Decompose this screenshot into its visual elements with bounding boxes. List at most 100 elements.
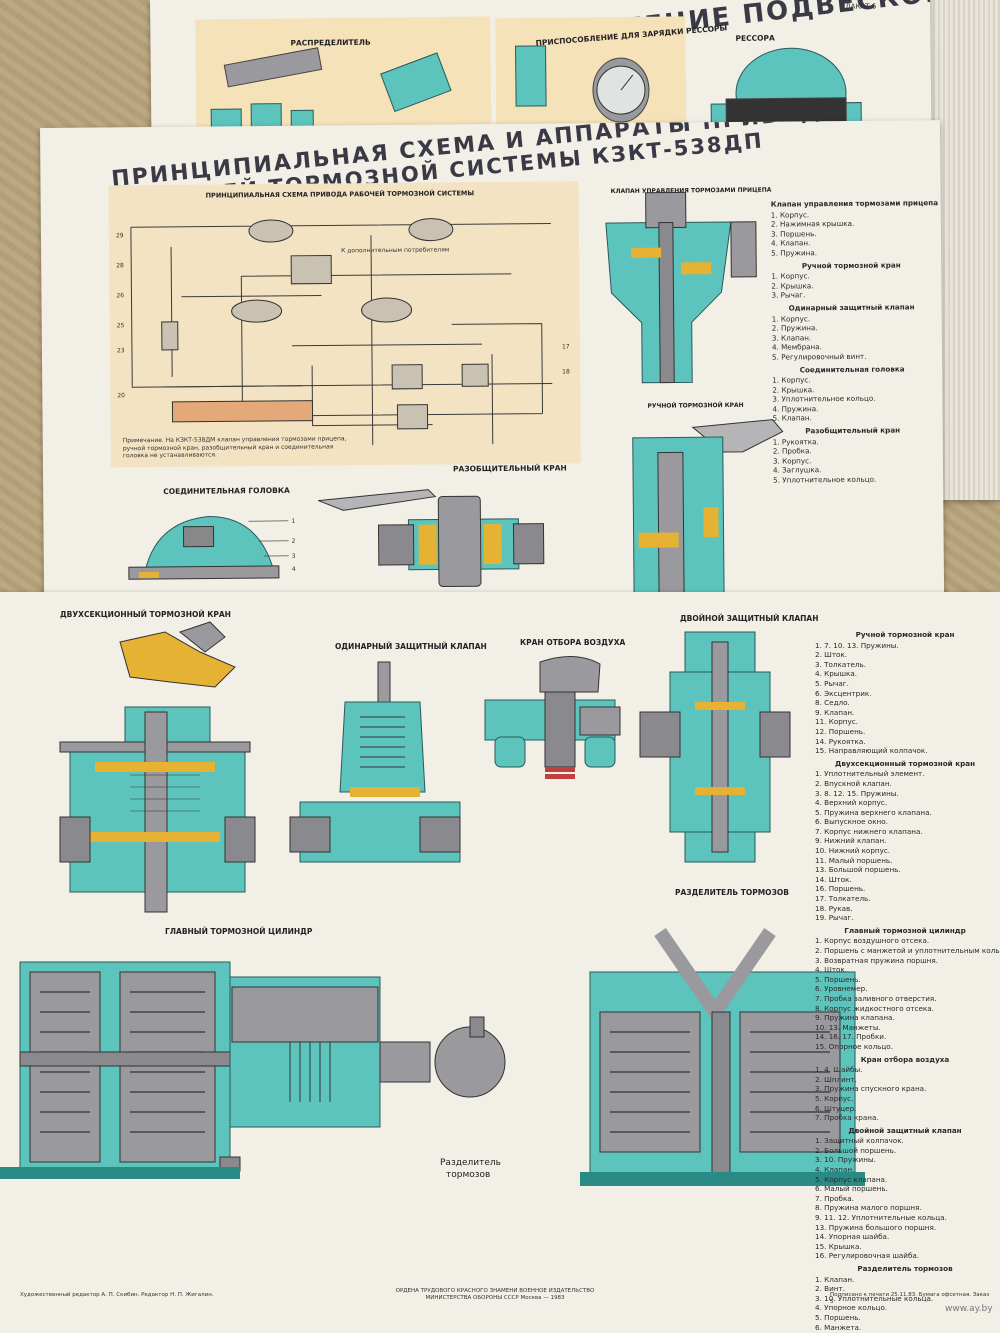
middle-legend-heading: Ручной тормозной кран [801, 260, 901, 270]
bottom-legend-item: 19. Рычаг. [815, 913, 854, 923]
bottom-legend-item: 13. Большой поршень. [815, 865, 901, 875]
brake-scheme-diagram: 29 28 26 25 23 20 17 18 [116, 218, 570, 446]
single-protective-valve-title: ОДИНАРНЫЙ ЗАЩИТНЫЙ КЛАПАН [335, 642, 487, 651]
bottom-legend-item: 9. Нижний клапан. [815, 836, 887, 846]
bottom-legend-item: 9. Пружина клапана. [815, 1013, 895, 1023]
bottom-legend-item: 2. Поршень с манжетой и уплотнительным к… [815, 946, 1000, 955]
bottom-legend-item: 11. Корпус. [815, 717, 858, 727]
bottom-legend-item: 6. Манжета. [815, 1322, 862, 1332]
bottom-legend-item: 6. Эксцентрик. [815, 688, 872, 698]
bottom-legend-item: 3. Толкатель. [815, 659, 866, 669]
bottom-legend-item: 5. Поршень. [815, 974, 861, 984]
middle-legend-heading: Соединительная головка [799, 363, 905, 374]
svg-text:23: 23 [117, 347, 125, 354]
bottom-legend-item: 3. Возвратная пружина поршня. [815, 955, 938, 965]
bottom-legend-item: 3. 8. 12. 15. Пружины. [815, 788, 899, 798]
bottom-legend-item: 7. Пробка крана. [815, 1113, 879, 1123]
middle-legend-item: 5. Пружина. [771, 248, 818, 258]
bottom-legend-item: 14. Рукоятка. [815, 736, 866, 746]
bottom-legend-item: 2. Большой поршень. [815, 1145, 897, 1155]
bottom-legend-item: 2. Шплинт. [815, 1074, 857, 1084]
brake-divider-title: РАЗДЕЛИТЕЛЬ ТОРМОЗОВ [675, 888, 789, 897]
bottom-legend-item: 5. Поршень. [815, 1312, 861, 1322]
middle-legend-heading: Клапан управления тормозами прицепа [770, 198, 939, 209]
bottom-legend-item: 1. Клапан. [815, 1274, 855, 1284]
bottom-legend-item: 6. Уровнемер. [815, 984, 868, 994]
bottom-legend-item: 1. Корпус воздушного отсека. [815, 936, 930, 946]
middle-legend-heading: Разобщительный кран [805, 425, 901, 436]
middle-poster: ПРИНЦИПИАЛЬНАЯ СХЕМА И АППАРАТЫ ПРИВОДА … [40, 120, 945, 623]
bottom-legend-item: 2. Шток. [815, 650, 848, 660]
bottom-legend-item: 5. Корпус. [815, 1093, 854, 1103]
svg-text:20: 20 [117, 392, 125, 399]
svg-text:29: 29 [116, 232, 124, 239]
bottom-legend-heading: Разделитель тормозов [857, 1264, 953, 1273]
bottom-poster: ДВУХСЕКЦИОННЫЙ ТОРМОЗНОЙ КРАН ОДИНАРНЫЙ … [0, 592, 1000, 1333]
two-section-valve-drawing [59, 621, 256, 913]
svg-text:2: 2 [292, 538, 296, 545]
bottom-legend-item: 15. Направляющий колпачок. [815, 746, 928, 756]
svg-text:1: 1 [291, 518, 295, 525]
divider-inline-caption-2: тормозов [446, 1170, 491, 1180]
master-cylinder-title: ГЛАВНЫЙ ТОРМОЗНОЙ ЦИЛИНДР [165, 927, 313, 936]
bottom-legend-heading: Кран отбора воздуха [860, 1054, 950, 1064]
bottom-legend-item: 10. Нижний корпус. [815, 846, 891, 856]
air-bleed-valve-title: КРАН ОТБОРА ВОЗДУХА [520, 638, 626, 647]
bottom-legend-item: 15. Опорное кольцо. [815, 1041, 893, 1051]
bottom-legend-item: 8. Корпус жидкостного отсека. [815, 1003, 934, 1013]
double-protective-valve-title: ДВОЙНОЙ ЗАЩИТНЫЙ КЛАПАН [680, 614, 819, 623]
single-protective-valve-drawing [289, 661, 461, 863]
brake-divider-drawing [580, 928, 865, 1186]
footer-left: Художественный редактор А. П. Скибин. Ре… [20, 1292, 214, 1298]
footer-center: ОРДЕНА ТРУДОВОГО КРАСНОГО ЗНАМЕНИ ВОЕННО… [395, 1288, 595, 1301]
bottom-legend-item: 17. Толкатель. [815, 894, 871, 904]
bottom-legend-item: 3. 10. Уплотнительные кольца. [815, 1293, 934, 1303]
bottom-legend-item: 4. Шток. [815, 965, 848, 975]
bottom-legend-item: 14. Шток. [815, 874, 852, 884]
bottom-legend-heading: Двухсекционный тормозной кран [834, 758, 976, 768]
bottom-legend-item: 4. Крышка. [815, 669, 858, 679]
middle-legend-item: 5. Регулировочный винт. [771, 351, 867, 362]
bottom-legend-heading: Двойной защитный клапан [848, 1125, 962, 1135]
top-poster-drawings [210, 45, 863, 145]
bottom-legend-item: 1. Уплотнительный элемент. [815, 769, 925, 779]
divider-inline-caption-1: Разделитель [440, 1158, 501, 1168]
bottom-legend-heading: Главный тормозной цилиндр [844, 925, 966, 935]
footer-right: Подписано к печати 25.11.83. Бумага офсе… [830, 1292, 990, 1305]
bottom-legend-item: 4. Верхний корпус. [815, 798, 888, 808]
bottom-legend-item: 2. Впускной клапан. [815, 778, 892, 788]
bottom-legend-item: 7. Пробка. [815, 1193, 854, 1203]
bottom-legend-item: 18. Рукав. [815, 903, 853, 913]
bottom-legend-item: 3. 10. Пружины. [815, 1155, 876, 1165]
bottom-legend-item: 2. Винт. [815, 1284, 845, 1294]
svg-text:17: 17 [562, 343, 570, 350]
bottom-legend-item: 3. Пружина спускного крана. [815, 1084, 927, 1094]
bottom-legend-item: 13. Пружина большого поршня. [815, 1222, 937, 1232]
svg-text:4: 4 [292, 566, 296, 573]
bottom-legend-item: 11. Малый поршень. [815, 855, 893, 865]
svg-text:28: 28 [116, 262, 124, 269]
middle-legend-item: 3. Рычаг. [771, 290, 806, 300]
trailer-control-valve-drawing [605, 191, 757, 384]
bottom-legend-item: 7. Корпус нижнего клапана. [815, 826, 923, 836]
svg-text:3: 3 [292, 553, 296, 560]
isolation-valve-drawing [318, 489, 545, 588]
bottom-legend-item: 9. Клапан. [815, 707, 855, 717]
svg-text:26: 26 [116, 292, 124, 299]
bottom-legend-item: 4. Упорное кольцо. [815, 1303, 888, 1313]
svg-text:25: 25 [117, 322, 125, 329]
bottom-legend-item: 9. 11. 12. Уплотнительные кольца. [815, 1213, 947, 1223]
bottom-legend-item: 1. 7. 10. 13. Пружины. [815, 640, 899, 650]
middle-legend-item: 5. Уплотнительное кольцо. [773, 474, 877, 485]
double-protective-valve-drawing [639, 631, 791, 863]
watermark: www.ay.by [945, 1304, 993, 1314]
top-poster: УПРАВЛЕНИЕ ПОДВЕСКОЙ ПЛАКАТ 6 РАСПРЕДЕЛИ… [150, 0, 932, 160]
bottom-legend-item: 14. 16. 17. Пробки. [815, 1032, 887, 1042]
bottom-legend-item: 8. Пружина малого поршня. [815, 1203, 922, 1213]
air-bleed-valve-drawing [484, 656, 621, 779]
svg-text:18: 18 [562, 368, 570, 375]
bottom-legend-item: 5. Рычаг. [815, 678, 849, 688]
two-section-valve-title: ДВУХСЕКЦИОННЫЙ ТОРМОЗНОЙ КРАН [60, 610, 231, 619]
